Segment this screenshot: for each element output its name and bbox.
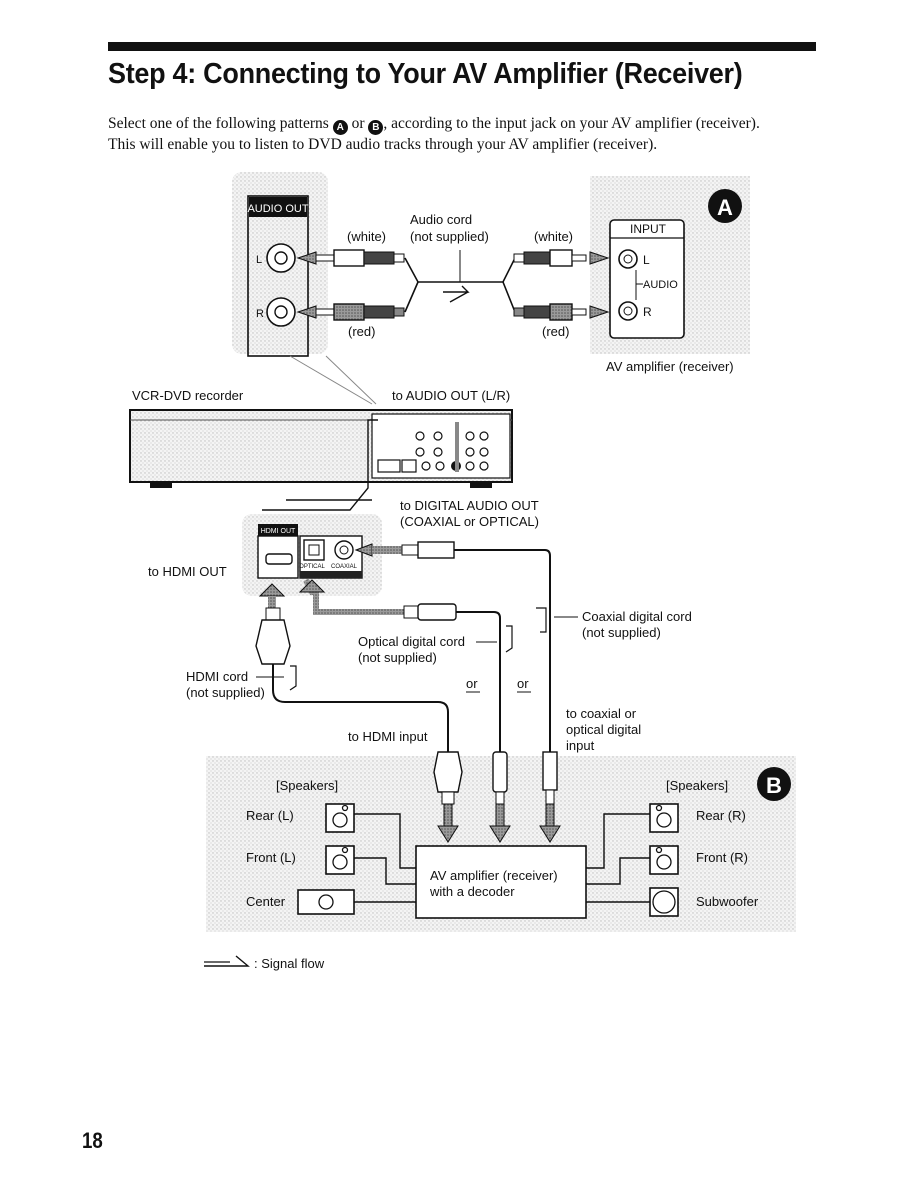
hdmi-cord-sub: (not supplied) [186, 685, 265, 700]
speaker-center [297, 889, 355, 915]
amp-decoder-line1: AV amplifier (receiver) [430, 868, 558, 883]
amp-decoder-line2: with a decoder [429, 884, 515, 899]
red-left-label: (red) [348, 324, 375, 339]
signal-flow-icon [204, 955, 250, 967]
pattern-b-icon [757, 767, 791, 801]
hdmi-plug-bottom [433, 751, 463, 793]
hdmi-cord-label: HDMI cord [186, 669, 248, 684]
to-hdmi-out-label: to HDMI OUT [148, 564, 227, 579]
front-l-label: Front (L) [246, 850, 296, 865]
rear-l-label: Rear (L) [246, 808, 294, 823]
page-title: Step 4: Connecting to Your AV Amplifier … [108, 58, 743, 90]
to-digital-sub: (COAXIAL or OPTICAL) [400, 514, 539, 529]
audio-jack-r [266, 297, 296, 327]
to-coax-label-2: optical digital [566, 722, 641, 737]
signal-flow-arrow-coax [536, 607, 547, 633]
rear-r-label: Rear (R) [696, 808, 746, 823]
center-label: Center [246, 894, 286, 909]
page-number: 18 [82, 1128, 103, 1153]
speakers-left-label: [Speakers] [276, 778, 338, 793]
speakers-right-label: [Speakers] [666, 778, 728, 793]
pattern-a-icon [708, 189, 742, 223]
signal-flow-arrow-a [443, 285, 470, 303]
amp-jack-r [618, 301, 638, 321]
intro-text: Select one of the following patterns A o… [108, 114, 828, 155]
amp-jack-l [618, 249, 638, 269]
digital-section: to DIGITAL AUDIO OUT (COAXIAL or OPTICAL… [148, 498, 692, 753]
optical-port [303, 539, 325, 561]
pattern-a-icon-letter: A [717, 195, 733, 220]
intro-or: or [351, 115, 365, 132]
amp-audio-label: AUDIO [643, 279, 678, 291]
white-plug-left [296, 249, 405, 267]
to-coax-label-1: to coaxial or [566, 706, 637, 721]
audio-out-header [249, 197, 307, 217]
optical-cord-sub: (not supplied) [358, 650, 437, 665]
speaker-front-l [325, 845, 355, 875]
coaxial-cord-sub: (not supplied) [582, 625, 661, 640]
audio-jack-l [266, 243, 296, 273]
intro-part2: , according to the input jack on your AV… [383, 115, 760, 132]
audio-out-label: AUDIO OUT [247, 203, 308, 215]
white-left-label: (white) [347, 229, 386, 244]
coaxial-cord-label: Coaxial digital cord [582, 609, 692, 624]
red-plug-right [513, 303, 610, 321]
pattern-b-icon-letter: B [766, 773, 782, 798]
or-label-2: or [517, 676, 529, 691]
red-plug-left [296, 303, 405, 321]
amp-caption-a: AV amplifier (receiver) [606, 359, 734, 374]
jack-l-label: L [256, 254, 262, 266]
to-digital-label: to DIGITAL AUDIO OUT [400, 498, 539, 513]
intro-line2: This will enable you to listen to DVD au… [108, 136, 658, 153]
white-plug-right [513, 249, 610, 267]
signal-flow-arrow-optical [505, 625, 513, 653]
speaker-front-r [649, 845, 679, 875]
hdmi-out-tag: HDMI OUT [261, 528, 296, 535]
optical-cord-label: Optical digital cord [358, 634, 465, 649]
subwoofer-label: Subwoofer [696, 894, 759, 909]
to-coax-label-3: input [566, 738, 595, 753]
pattern-a-section: AUDIO OUT L R Audio cord (not supplied) … [232, 172, 750, 405]
signal-flow-legend: : Signal flow [204, 955, 325, 971]
white-right-label: (white) [534, 229, 573, 244]
audio-out-panel [247, 195, 309, 357]
or-label-1: or [466, 676, 478, 691]
intro-part1: Select one of the following patterns [108, 115, 329, 132]
signal-flow-arrow-hdmi [289, 665, 297, 691]
speaker-rear-r [649, 803, 679, 833]
hdmi-plug-top [255, 619, 291, 665]
pattern-a-badge: A [332, 120, 348, 135]
to-audio-out-label: to AUDIO OUT (L/R) [392, 388, 510, 403]
speaker-subwoofer [649, 887, 679, 917]
audio-cord-label: Audio cord [410, 212, 472, 227]
audio-cord-sub: (not supplied) [410, 229, 489, 244]
recorder-section: VCR-DVD recorder to AUDIO OUT (L/R) [129, 388, 513, 511]
title-rule [108, 42, 816, 51]
jack-r-label: R [256, 308, 264, 320]
amplifier-decoder-box [415, 845, 587, 919]
speaker-rear-l [325, 803, 355, 833]
red-right-label: (red) [542, 324, 569, 339]
pattern-b-badge: B [368, 120, 384, 135]
recorder-rear-panel [371, 413, 511, 479]
hdmi-out-port [265, 553, 293, 565]
optical-plug-bottom [492, 751, 508, 793]
to-hdmi-input-label: to HDMI input [348, 729, 428, 744]
signal-flow-label: : Signal flow [254, 956, 325, 971]
front-r-label: Front (R) [696, 850, 748, 865]
amp-l-label: L [643, 253, 650, 267]
amp-r-label: R [643, 305, 652, 319]
input-label: INPUT [630, 222, 667, 236]
recorder-label: VCR-DVD recorder [132, 388, 244, 403]
coaxial-plug-top [417, 541, 455, 559]
optical-plug-top [417, 603, 457, 621]
coaxial-tag: COAXIAL [331, 564, 358, 570]
coaxial-port [334, 540, 354, 560]
optical-tag: OPTICAL [299, 564, 325, 570]
coaxial-plug-bottom [542, 751, 558, 791]
pattern-b-section: AV amplifier (receiver) with a decoder [… [206, 751, 796, 932]
